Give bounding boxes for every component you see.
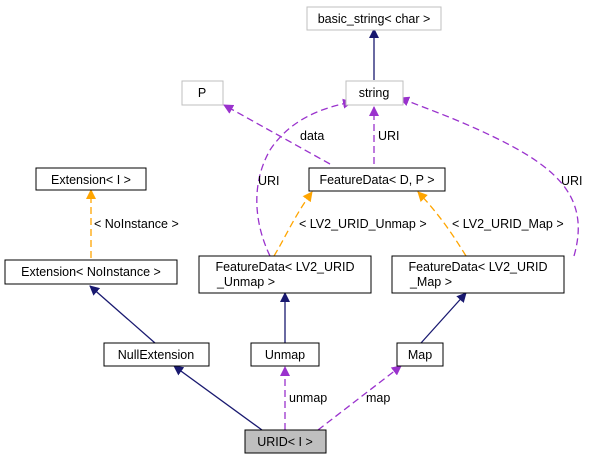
node-featuredata-map[interactable]: FeatureData< LV2_URID _Map > xyxy=(391,255,565,294)
edge-nullextension-to-extension-noinstance xyxy=(89,285,156,344)
label-uri-left: URI xyxy=(258,174,280,188)
node-p-label: P xyxy=(198,86,206,100)
edge-featuredata-unmap-to-string xyxy=(256,98,353,257)
node-map[interactable]: Map xyxy=(396,342,444,367)
edges xyxy=(86,28,579,431)
node-extension-i[interactable]: Extension< I > xyxy=(35,167,147,191)
node-featuredata-dp[interactable]: FeatureData< D, P > xyxy=(308,167,446,192)
node-basic-string[interactable]: basic_string< char > xyxy=(306,6,442,31)
node-nullextension-label: NullExtension xyxy=(118,348,194,362)
node-string-label: string xyxy=(359,86,390,100)
label-lv2-urid-map: < LV2_URID_Map > xyxy=(452,217,564,231)
node-extension-noinstance[interactable]: Extension< NoInstance > xyxy=(4,259,178,285)
node-featuredata-unmap-label-1: FeatureData< LV2_URID xyxy=(215,260,354,274)
node-string[interactable]: string xyxy=(345,80,404,106)
node-p[interactable]: P xyxy=(181,80,224,106)
node-basic-string-label: basic_string< char > xyxy=(318,12,431,26)
edge-featuredata-to-p xyxy=(223,104,331,165)
node-extension-noinstance-label: Extension< NoInstance > xyxy=(21,265,161,279)
node-featuredata-unmap-label-2: _Unmap > xyxy=(216,275,275,289)
edge-urid-to-nullextension xyxy=(173,365,263,431)
edge-featuredata-map-to-template xyxy=(417,191,467,257)
node-unmap[interactable]: Unmap xyxy=(250,342,320,367)
edge-urid-to-map xyxy=(317,365,402,431)
edge-map-to-featuredata-map xyxy=(420,292,467,344)
node-featuredata-dp-label: FeatureData< D, P > xyxy=(319,173,434,187)
label-unmap-member: unmap xyxy=(289,391,327,405)
node-featuredata-map-label-2: _Map > xyxy=(409,275,452,289)
node-nullextension[interactable]: NullExtension xyxy=(103,342,210,367)
label-uri-right: URI xyxy=(561,174,583,188)
label-data: data xyxy=(300,129,324,143)
edge-featuredata-unmap-to-template xyxy=(273,191,313,257)
label-uri-center: URI xyxy=(378,129,400,143)
edge-labels: data URI URI URI < NoInstance > < LV2_UR… xyxy=(94,129,583,405)
node-extension-i-label: Extension< I > xyxy=(51,173,131,187)
node-featuredata-map-label-1: FeatureData< LV2_URID xyxy=(408,260,547,274)
node-urid-i-label: URID< I > xyxy=(257,435,313,449)
node-unmap-label: Unmap xyxy=(265,348,305,362)
label-lv2-urid-unmap: < LV2_URID_Unmap > xyxy=(299,217,427,231)
node-featuredata-unmap[interactable]: FeatureData< LV2_URID _Unmap > xyxy=(198,255,372,294)
node-urid-i[interactable]: URID< I > xyxy=(244,429,327,454)
node-map-label: Map xyxy=(408,348,432,362)
label-map-member: map xyxy=(366,391,390,405)
label-no-instance: < NoInstance > xyxy=(94,217,179,231)
